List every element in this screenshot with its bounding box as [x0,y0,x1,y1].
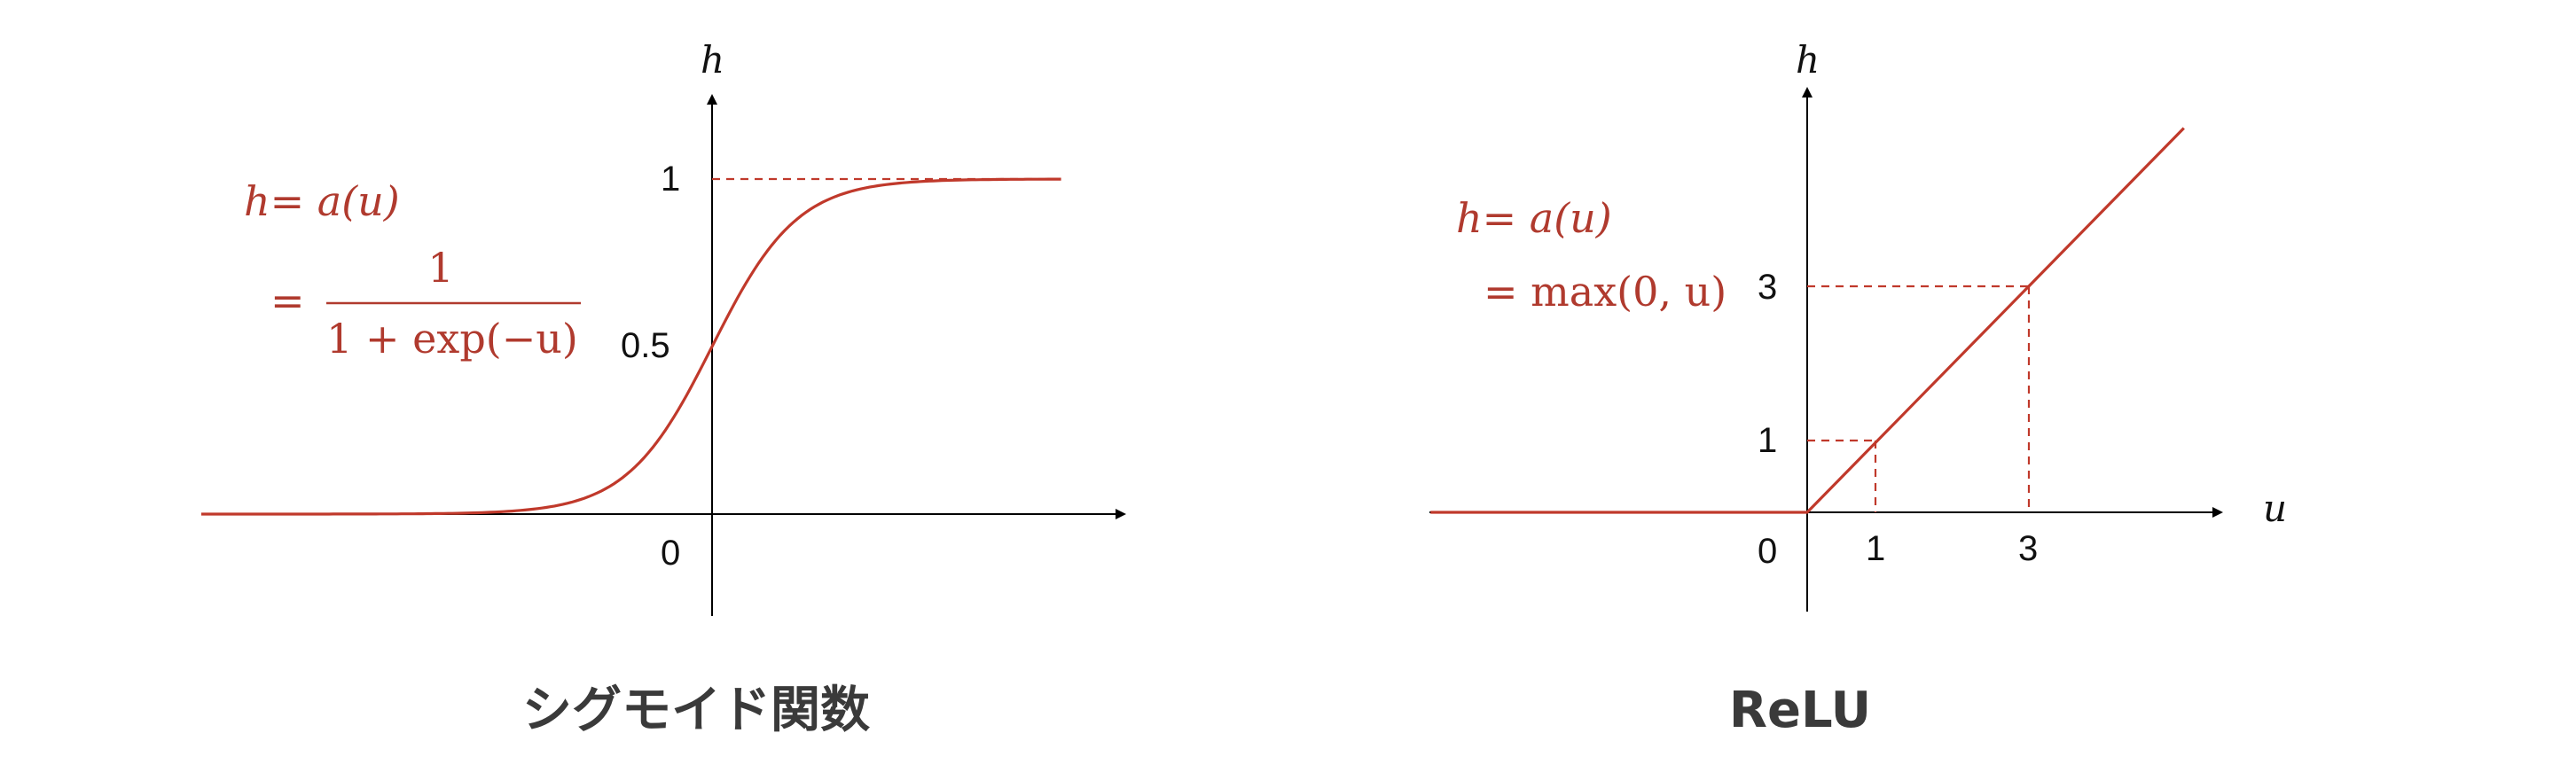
relu-tick-x3: 3 [2018,529,2038,568]
sigmoid-formula-line1: h= a(u) [244,177,400,225]
relu-caption: ReLU [1729,682,1871,739]
sigmoid-formula-equals: = [270,277,305,324]
relu-y-axis-label: h [1796,38,1820,82]
relu-tick-y3: 3 [1758,268,1777,307]
relu-tick-x1: 1 [1866,529,1885,568]
relu-x-axis-label: u [2263,487,2287,530]
sigmoid-tick-origin: 0 [661,534,680,573]
sigmoid-formula-denominator: 1 + exp(−u) [326,315,578,363]
sigmoid-caption: シグモイド関数 [522,682,870,739]
sigmoid-panel: h 1 0.5 0 h= a(u) = 1 1 + exp(−u) シグモイド関… [201,38,1126,739]
sigmoid-tick-1: 1 [661,160,680,199]
relu-formula-line2: = max(0, u) [1484,268,1726,316]
relu-curve [1430,127,2185,514]
relu-tick-y1: 1 [1758,421,1777,460]
sigmoid-curve [201,177,1061,516]
relu-panel: h u 3 1 0 1 3 h= a(u) = max(0, u) ReLU [1429,38,2287,739]
relu-tick-origin: 0 [1758,532,1777,571]
sigmoid-tick-0-5: 0.5 [621,326,670,365]
sigmoid-formula-numerator: 1 [427,244,453,292]
sigmoid-y-axis-label: h [701,38,724,82]
relu-formula-line1: h= a(u) [1456,194,1612,242]
